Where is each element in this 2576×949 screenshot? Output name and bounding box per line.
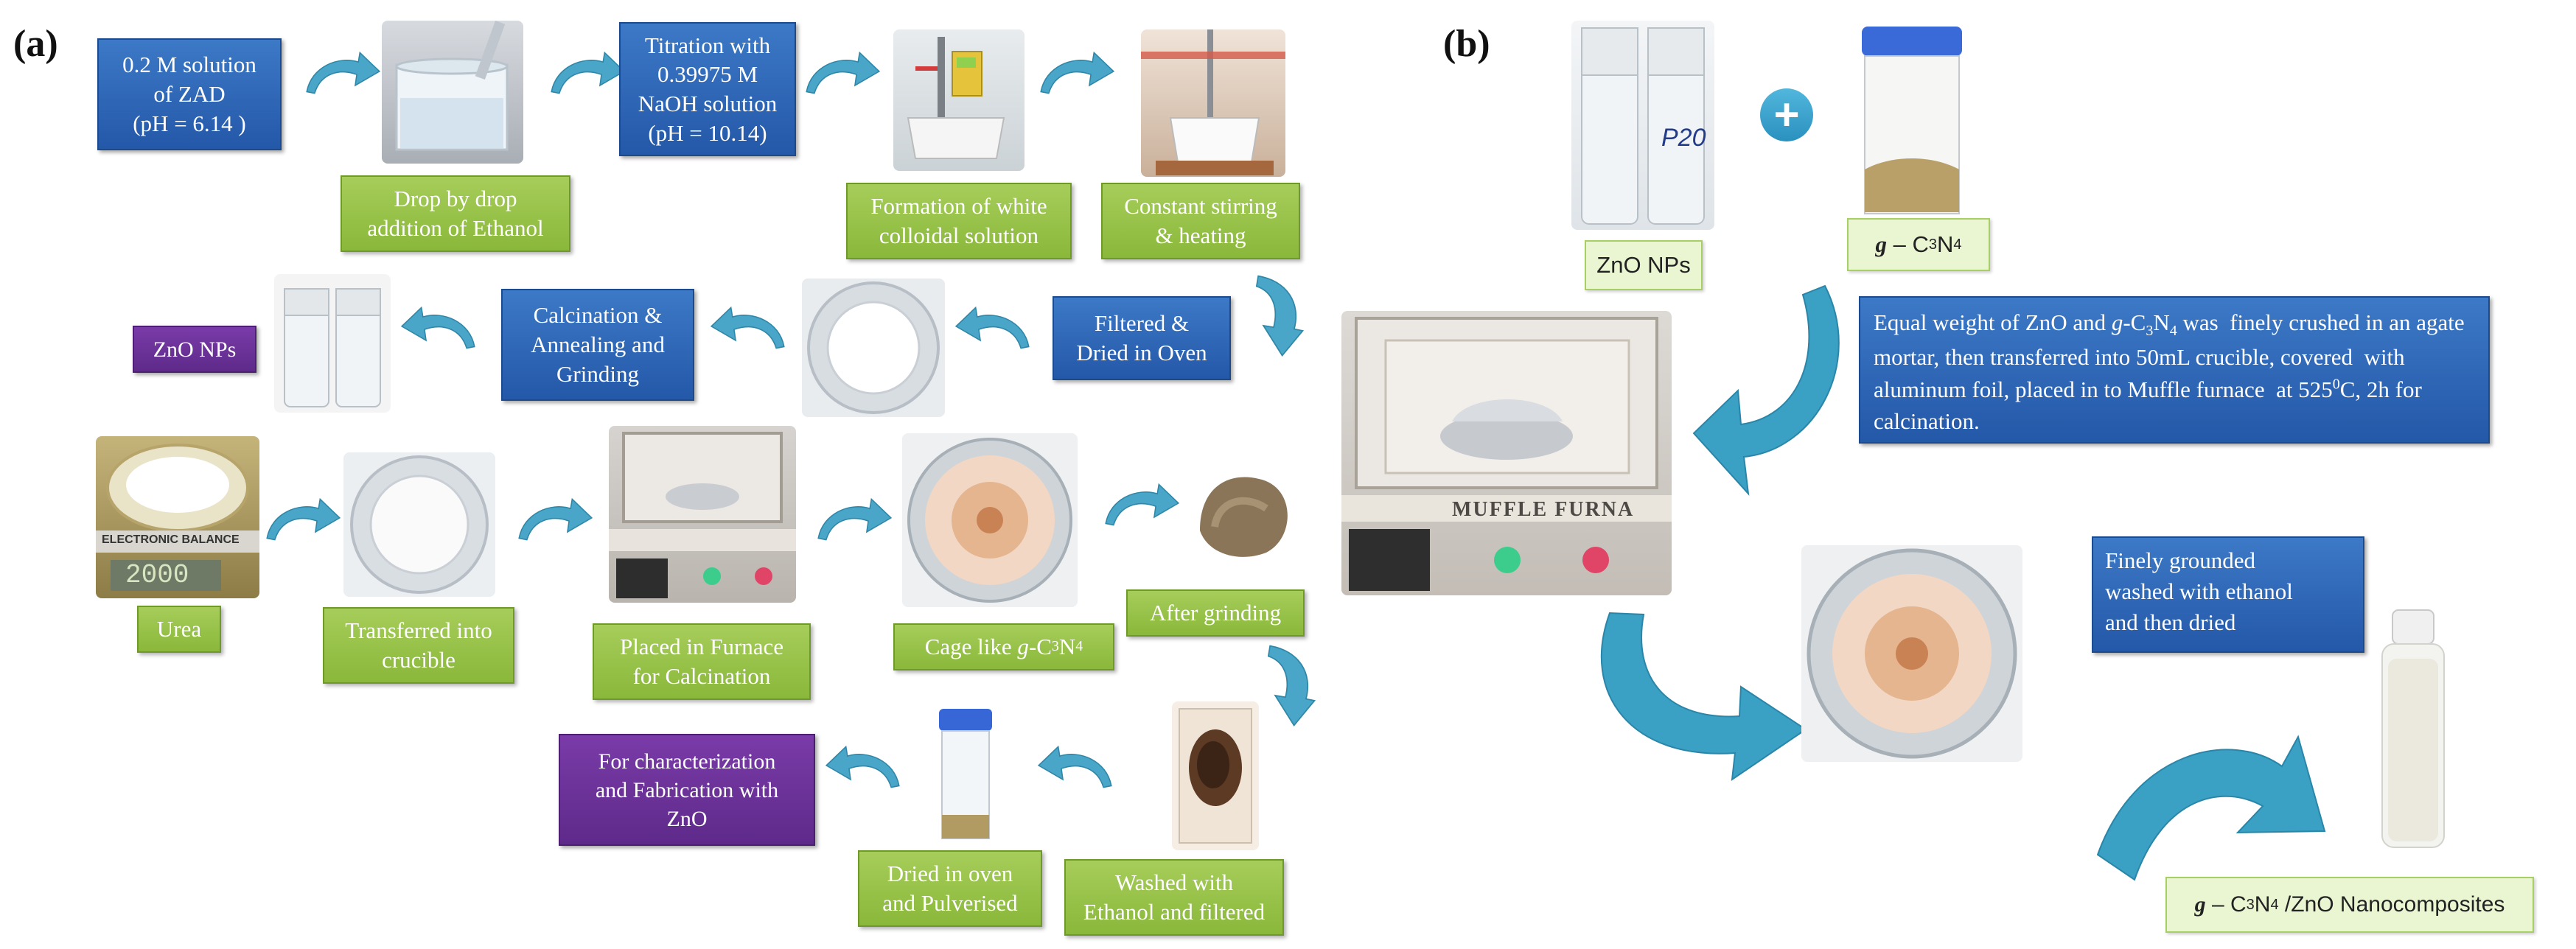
stirring-photo xyxy=(1141,29,1285,177)
gcn-jar-photo xyxy=(1847,22,1977,217)
washed-filtered-box: Washed with Ethanol and filtered xyxy=(1064,859,1284,936)
arrow-icon xyxy=(399,304,478,352)
gcn-4: 4 xyxy=(1953,236,1962,253)
cage-3: 3 xyxy=(1051,638,1059,655)
characterization-box: For characterization and Fabrication wit… xyxy=(559,734,815,846)
plus-icon: + xyxy=(1760,88,1813,141)
zno-nps-box: ZnO NPs xyxy=(133,326,256,373)
arrow-icon xyxy=(1036,743,1114,791)
dried-pulverised-box: Dried in oven and Pulverised xyxy=(858,850,1042,927)
desc-part-1: Equal weight of ZnO and xyxy=(1874,309,2112,335)
panel-b-label: (b) xyxy=(1443,23,1490,65)
mixing-description-box: Equal weight of ZnO and g-C3N4 was finel… xyxy=(1859,296,2490,444)
final-crucible-photo xyxy=(1801,545,2022,762)
nano-n: N xyxy=(2254,892,2271,917)
arrow-icon xyxy=(824,743,902,791)
zno-nps-vials-photo: P20 xyxy=(1571,21,1714,230)
gcn-3: 3 xyxy=(1928,236,1937,253)
dried-jar-photo xyxy=(924,704,1007,844)
desc-g: g xyxy=(2111,309,2123,335)
down-arrow-icon xyxy=(1265,642,1316,728)
stirring-box: Constant stirring & heating xyxy=(1101,183,1300,259)
ground-powder-photo xyxy=(1185,457,1303,567)
desc-degree: 0 xyxy=(2332,376,2340,393)
white-colloid-box: Formation of white colloidal solution xyxy=(846,183,1072,259)
big-curve-arrow-icon xyxy=(1600,612,1807,782)
ethanol-drop-box: Drop by drop addition of Ethanol xyxy=(341,175,570,252)
cage-prefix: Cage like xyxy=(924,634,1018,660)
zno-nps-label: ZnO NPs xyxy=(1585,240,1703,290)
cage-4: 4 xyxy=(1075,638,1083,655)
big-curve-arrow-icon xyxy=(2096,735,2326,881)
desc-4: 4 xyxy=(2169,323,2177,340)
filtered-dried-box: Filtered & Dried in Oven xyxy=(1053,296,1231,380)
nanocomposite-vial-photo xyxy=(2370,606,2456,853)
after-grinding-box: After grinding xyxy=(1126,589,1305,637)
nano-4: 4 xyxy=(2270,896,2279,913)
furnace-calcination-box: Placed in Furnace for Calcination xyxy=(593,623,811,700)
gcn-n: N xyxy=(1936,231,1954,257)
cage-g: g xyxy=(1017,634,1029,660)
muffle-furnace-photo: MUFFLE FURNA xyxy=(1341,311,1672,595)
desc-n: N xyxy=(2153,309,2170,335)
nano-rest: /ZnO Nanocomposites xyxy=(2278,892,2505,917)
arrow-icon xyxy=(954,304,1032,352)
urea-balance-photo: ELECTRONIC BALANCE 2000 xyxy=(96,436,259,598)
furnace-photo xyxy=(609,426,796,603)
cage-c: -C xyxy=(1028,634,1052,660)
arrow-icon xyxy=(548,49,626,97)
nano-3: 3 xyxy=(2246,896,2255,913)
arrow-icon xyxy=(709,304,787,352)
grounded-washed-box: Finely grounded washed with ethanol and … xyxy=(2092,536,2364,653)
gcn-dash: – C xyxy=(1887,231,1929,257)
desc-part-3: C, 2h for calcination. xyxy=(1874,376,2422,434)
arrow-icon xyxy=(803,49,882,97)
urea-box: Urea xyxy=(137,606,221,653)
nano-dash: – C xyxy=(2205,892,2247,917)
ethanol-beaker-photo xyxy=(382,21,523,164)
down-arrow-icon xyxy=(1253,273,1305,358)
furnace-label: MUFFLE FURNA xyxy=(1452,498,1635,521)
urea-crucible-photo xyxy=(343,452,495,597)
panel-a-label: (a) xyxy=(13,23,58,65)
big-curve-arrow-icon xyxy=(1692,284,1840,497)
arrow-icon xyxy=(1038,49,1116,97)
desc-c: -C xyxy=(2123,309,2146,335)
zad-solution-box: 0.2 M solution of ZAD (pH = 6.14 ) xyxy=(97,38,282,150)
arrow-icon xyxy=(1103,480,1181,529)
arrow-icon xyxy=(815,495,893,544)
cage-gcn-photo xyxy=(902,433,1078,607)
transferred-crucible-box: Transferred into crucible xyxy=(323,607,514,684)
calcination-grinding-box: Calcination & Annealing and Grinding xyxy=(501,289,694,401)
cage-n: N xyxy=(1058,634,1076,660)
balance-label: ELECTRONIC BALANCE xyxy=(102,533,240,546)
desc-3: 3 xyxy=(2146,323,2154,340)
nano-g: g xyxy=(2194,892,2206,917)
arrow-icon xyxy=(264,495,342,544)
arrow-icon xyxy=(516,495,594,544)
plus-sign: + xyxy=(1773,90,1800,139)
washed-filter-photo xyxy=(1172,701,1259,850)
arrow-icon xyxy=(304,49,382,97)
desc-part-2: was finely crushed in an agate mortar, t… xyxy=(1874,309,2471,402)
vial-label: P20 xyxy=(1661,124,1706,152)
zno-vials-photo xyxy=(274,274,391,413)
balance-readout: 2000 xyxy=(125,560,189,590)
filtered-powder-photo xyxy=(802,279,945,417)
titration-setup-photo xyxy=(893,29,1025,171)
gcn-g: g xyxy=(1875,231,1888,257)
titration-box: Titration with 0.39975 M NaOH solution (… xyxy=(619,22,796,156)
